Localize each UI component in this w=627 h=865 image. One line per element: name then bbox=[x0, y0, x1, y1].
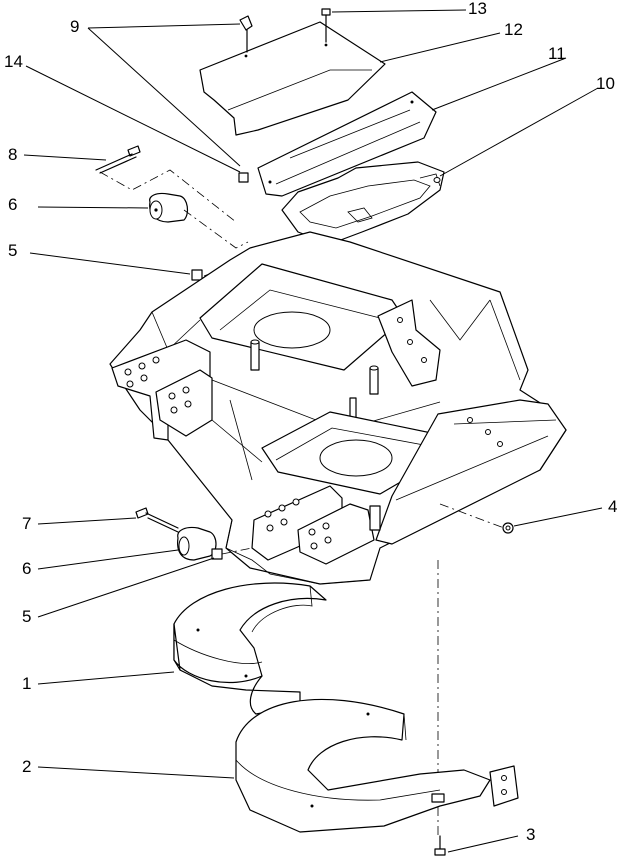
cover-plate bbox=[199, 21, 386, 136]
lower-bolt bbox=[135, 507, 179, 533]
callout-6-upper: 6 bbox=[8, 195, 18, 214]
bottom-bolt bbox=[434, 835, 446, 856]
callout-2: 2 bbox=[22, 757, 32, 776]
right-nut bbox=[502, 522, 514, 534]
cover-bolt bbox=[321, 8, 331, 43]
main-frame bbox=[109, 231, 567, 585]
bracket-plate bbox=[257, 91, 437, 197]
upper-nut bbox=[191, 269, 203, 281]
callout-7: 7 bbox=[22, 514, 32, 533]
callout-14: 14 bbox=[4, 52, 23, 71]
upper-bolt bbox=[95, 145, 141, 174]
callout-3: 3 bbox=[526, 825, 536, 844]
callout-6-lower: 6 bbox=[22, 559, 32, 578]
leader-lines bbox=[23, 9, 603, 853]
callout-13: 13 bbox=[468, 0, 487, 18]
callout-8: 8 bbox=[8, 145, 18, 164]
lower-nut bbox=[211, 548, 223, 560]
callout-11: 11 bbox=[548, 44, 566, 63]
callout-4: 4 bbox=[608, 497, 618, 516]
shield-lower bbox=[235, 698, 519, 833]
callout-12: 12 bbox=[504, 20, 523, 39]
callout-5-upper: 5 bbox=[8, 241, 18, 260]
shield-upper bbox=[173, 582, 327, 715]
cover-latch bbox=[239, 15, 253, 53]
callout-5-lower: 5 bbox=[22, 607, 32, 626]
lower-isolator bbox=[177, 526, 217, 561]
callout-9: 9 bbox=[70, 17, 80, 36]
upper-isolator bbox=[149, 192, 189, 223]
callout-10: 10 bbox=[596, 74, 615, 93]
callout-1: 1 bbox=[22, 674, 32, 693]
latch-nut bbox=[238, 172, 249, 183]
